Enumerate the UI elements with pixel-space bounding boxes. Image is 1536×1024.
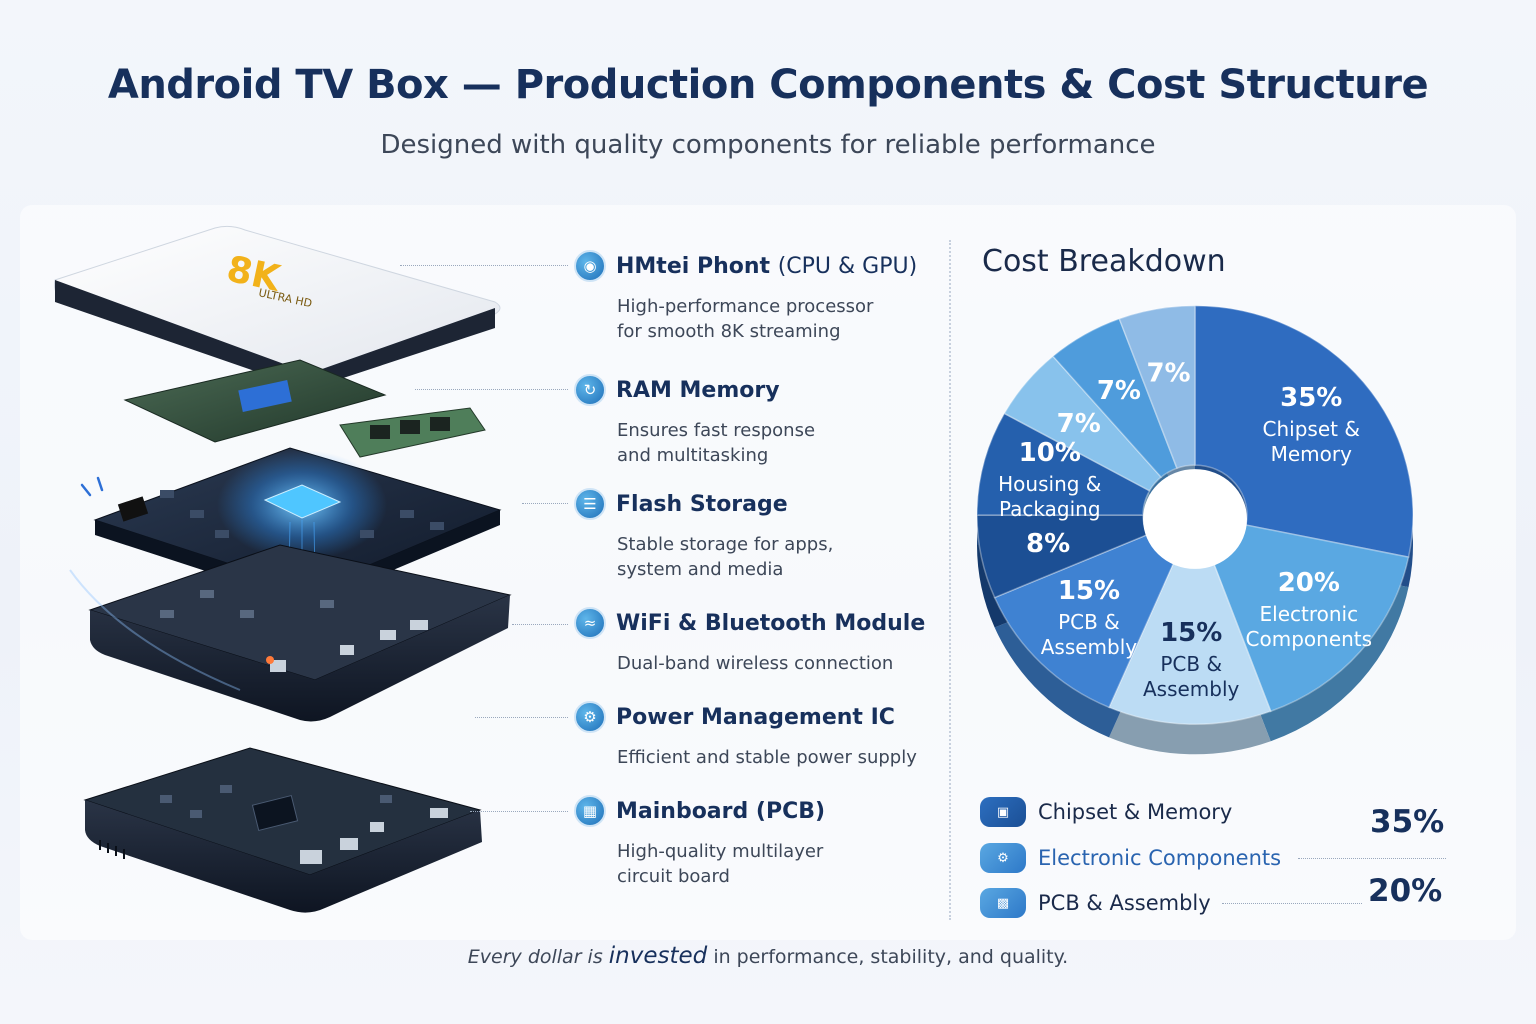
donut-slice-7 <box>1051 317 1178 479</box>
donut-slice-0 <box>1194 304 1414 559</box>
legend-dotted-line <box>1298 858 1446 859</box>
component-desc-line: High-performance processor <box>617 296 874 317</box>
slice-category-label-1: Components <box>1246 627 1373 651</box>
component-desc-line: High-quality multilayer <box>617 841 824 862</box>
slice-value-label-2: 15% <box>1160 618 1222 648</box>
device-lid: 8K ULTRA HD <box>54 225 501 388</box>
component-name: Flash Storage <box>616 491 788 517</box>
slice-category-label-0: Memory <box>1271 442 1353 466</box>
section-divider <box>949 240 951 920</box>
footer-tagline: Every dollar is invested in performance,… <box>0 943 1536 969</box>
slice-category-label-1: Electronic <box>1260 602 1359 626</box>
component-desc-line: system and media <box>617 559 784 580</box>
slice-value-label-8: 7% <box>1146 358 1190 388</box>
cost-donut-chart: 35% Chipset &Memory 20% ElectronicComponent… <box>976 304 1414 755</box>
component-desc-line: Stable storage for apps, <box>617 534 834 555</box>
page-subtitle: Designed with quality components for rel… <box>380 130 1156 160</box>
slice-category-label-5: Housing & <box>998 472 1101 496</box>
donut-slice-6 <box>1003 355 1163 492</box>
component-name: Mainboard (PCB) <box>616 798 826 824</box>
power-icon: ⚙ <box>574 701 606 733</box>
slice-value-label-3: 15% <box>1058 576 1120 606</box>
middle-shell <box>69 544 512 722</box>
leader-line-pcb <box>470 811 568 812</box>
wifi-icon: ≈ <box>574 607 606 639</box>
slice-value-label-4: 8% <box>1026 529 1070 559</box>
legend-value: 20% <box>1368 873 1443 909</box>
legend-item-electronic: ⚙ Electronic Components <box>980 843 1281 873</box>
footer-part-1: Every dollar is <box>467 946 603 968</box>
component-desc-line: Ensures fast response <box>617 420 816 441</box>
component-name-suffix: (CPU & GPU) <box>777 253 918 279</box>
donut-slice-5 <box>976 412 1151 516</box>
storage-icon: ☰ <box>574 488 606 520</box>
chart-title: Cost Breakdown <box>982 244 1226 279</box>
slice-category-label-2: Assembly <box>1143 677 1240 701</box>
slice-value-label-6: 7% <box>1057 409 1101 439</box>
chip-icon: ▣ <box>980 797 1026 827</box>
component-desc-line: for smooth 8K streaming <box>617 321 841 342</box>
page-title: Android TV Box — Production Components &… <box>107 62 1429 108</box>
legend-dotted-line <box>1222 903 1362 904</box>
upper-boards <box>123 359 486 458</box>
donut-slice-8 <box>1118 304 1196 470</box>
gears-icon: ⚙ <box>980 843 1026 873</box>
memory-icon: ↻ <box>574 374 606 406</box>
component-power: ⚙ Power Management IC Efficient and stab… <box>574 701 934 770</box>
component-name: HMtei Phont <box>616 253 771 279</box>
component-cpu: ◉ HMtei Phont (CPU & GPU) High-performan… <box>574 250 934 344</box>
leader-line-wifi <box>512 624 568 625</box>
legend-item-pcb: ▩ PCB & Assembly <box>980 888 1211 918</box>
slice-value-label-0: 35% <box>1280 383 1342 413</box>
legend-label: PCB & Assembly <box>1038 891 1211 915</box>
component-name: Power Management IC <box>616 704 895 730</box>
component-wifi: ≈ WiFi & Bluetooth Module Dual-band wire… <box>574 607 934 676</box>
component-name: RAM Memory <box>616 377 780 403</box>
component-ram: ↻ RAM Memory Ensures fast response and m… <box>574 374 934 468</box>
component-desc-line: Efficient and stable power supply <box>617 747 917 768</box>
slice-category-label-2: PCB & <box>1160 652 1222 676</box>
footer-part-3: in performance, stability, and quality. <box>713 946 1069 968</box>
leader-line-power <box>475 717 568 718</box>
slice-category-label-3: PCB & <box>1058 610 1120 634</box>
component-flash: ☰ Flash Storage Stable storage for apps,… <box>574 488 934 582</box>
leader-line-ram <box>415 389 568 390</box>
leader-line-flash <box>522 503 568 504</box>
legend-label: Electronic Components <box>1038 846 1282 870</box>
legend-label: Chipset & Memory <box>1038 800 1233 824</box>
legend-item-chipset: ▣ Chipset & Memory <box>980 797 1232 827</box>
slice-category-label-0: Chipset & <box>1263 417 1360 441</box>
leader-line-cpu <box>400 265 568 266</box>
component-desc-line: circuit board <box>617 866 730 887</box>
slice-category-label-5: Packaging <box>999 497 1101 521</box>
footer-part-2: invested <box>608 943 708 969</box>
circuit-board-icon: ▦ <box>574 795 606 827</box>
slice-value-label-1: 20% <box>1278 568 1340 598</box>
slice-category-label-3: Assembly <box>1041 635 1138 659</box>
tv-box-exploded-illustration: 8K ULTRA HD <box>54 225 512 913</box>
component-mainboard: ▦ Mainboard (PCB) High-quality multilaye… <box>574 795 934 889</box>
slice-value-label-5: 10% <box>1019 438 1081 468</box>
globe-chip-icon: ◉ <box>574 250 606 282</box>
slice-value-label-7: 7% <box>1097 376 1141 406</box>
legend-value: 35% <box>1370 804 1445 840</box>
bottom-base <box>83 747 482 913</box>
donut-hole <box>1143 469 1247 569</box>
component-name: WiFi & Bluetooth Module <box>616 610 926 636</box>
board-icon: ▩ <box>980 888 1026 918</box>
component-desc-line: Dual-band wireless connection <box>617 653 894 674</box>
component-desc-line: and multitasking <box>617 445 769 466</box>
